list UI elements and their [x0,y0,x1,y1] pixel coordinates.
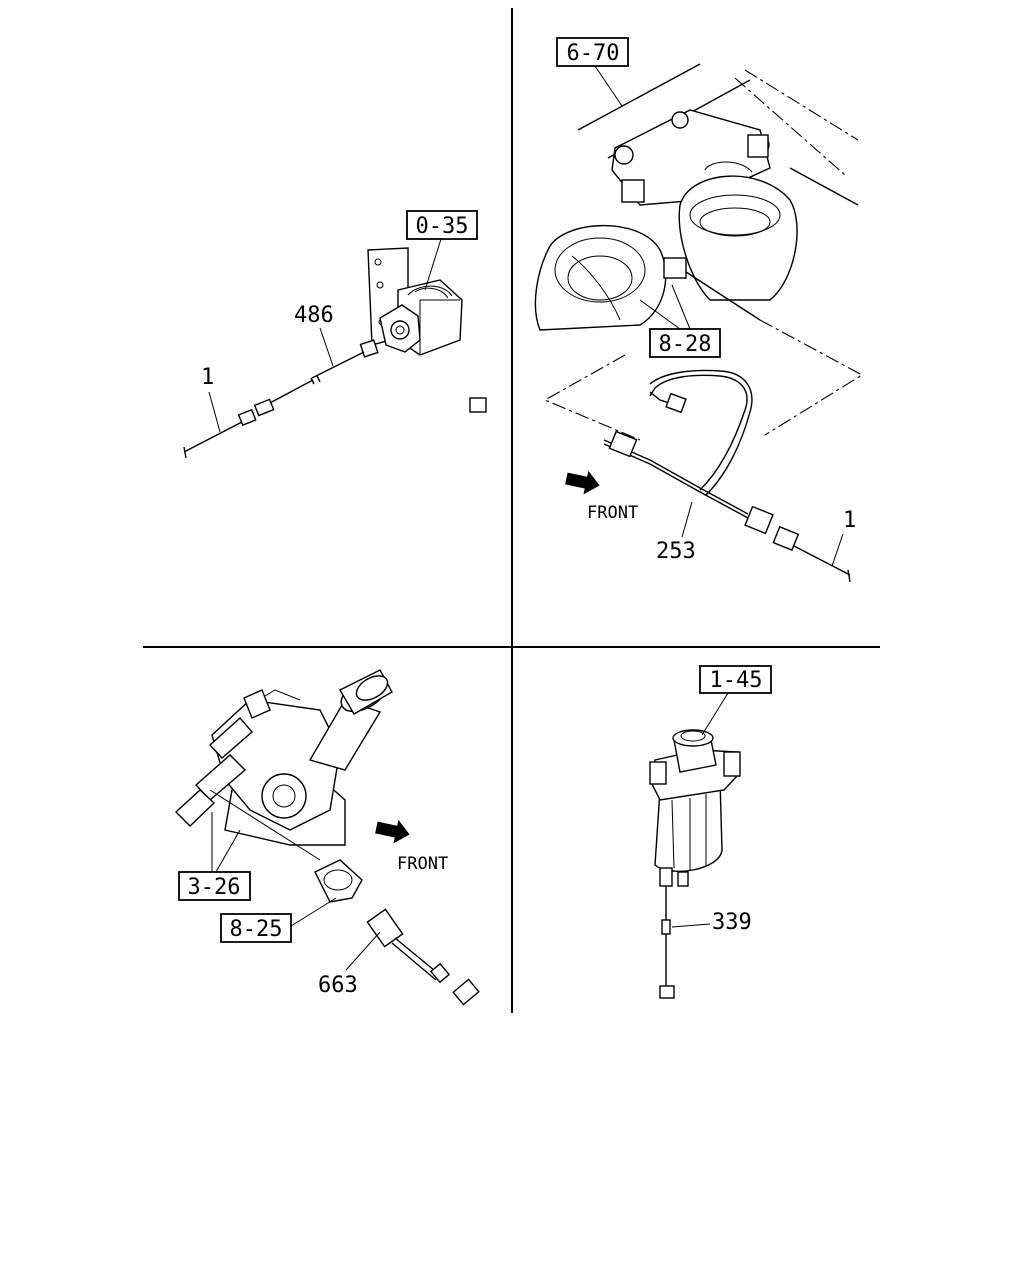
leader-6-70 [594,65,623,107]
leader-1-right [831,533,844,567]
quadrant-dividers [143,8,880,1013]
sensor-end-connector [659,985,675,999]
harness-connector-a [608,430,638,458]
harness-connector-c [744,505,774,535]
ref-label-0-35: 0-35 [416,214,469,239]
ref-box-3-26 [178,871,251,901]
detail-outline [543,354,641,441]
ref-label-6-70: 6-70 [567,41,620,66]
pressure-sensor [314,859,363,903]
ref-box-1-45 [699,665,772,694]
horn-connector [663,257,687,279]
leader-339 [671,923,711,928]
leader-1-left [208,391,221,433]
leader-486 [319,327,334,367]
leader-1-45 [701,692,729,736]
front-arrow-icon [565,470,600,495]
ref-box-6-70 [556,37,629,67]
part-number-1-right: 1 [843,508,856,533]
harness-connector-b [469,397,487,413]
ref-label-8-25: 8-25 [230,917,283,942]
ref-box-0-35 [406,210,478,240]
part-number-663: 663 [318,973,358,998]
part-number-339: 339 [712,910,752,935]
sensor-connector-339 [661,919,671,935]
ref-label-8-28: 8-28 [659,332,712,357]
leader-0-35 [424,238,442,291]
part-number-1-left: 1 [201,365,214,390]
lead-connector [772,525,800,552]
front-label-bottom: FRONT [397,854,448,874]
frame-rail [577,63,701,131]
front-label-top: FRONT [587,503,638,523]
ref-box-8-25 [220,913,292,943]
quadrant-bottom-right: 1-45 339 [649,665,772,999]
part-number-253: 253 [656,539,696,564]
harness-663-connector [366,908,404,948]
leader-253 [681,501,693,538]
ref-box-8-28 [649,328,721,358]
rear-horn [678,175,798,301]
quadrant-top-left: 0-35 486 1 [183,210,478,459]
part-number-486: 486 [294,303,334,328]
quadrant-top-right: FRONT 6-70 8-28 253 1 [469,37,864,583]
ref-label-3-26: 3-26 [188,875,241,900]
front-arrow-icon-2 [375,819,410,844]
connector-486-start [253,398,275,417]
leader-8-28 [639,284,691,330]
quadrant-bottom-left: FRONT 3-26 8-25 663 [174,669,480,1006]
leader-3-26 [211,812,241,873]
connector-486-end [359,339,379,358]
connector-lead-1 [237,408,257,427]
leader-8-25 [290,897,337,927]
leader-663 [345,931,381,971]
ref-label-1-45: 1-45 [710,668,763,693]
front-horn [534,224,667,331]
